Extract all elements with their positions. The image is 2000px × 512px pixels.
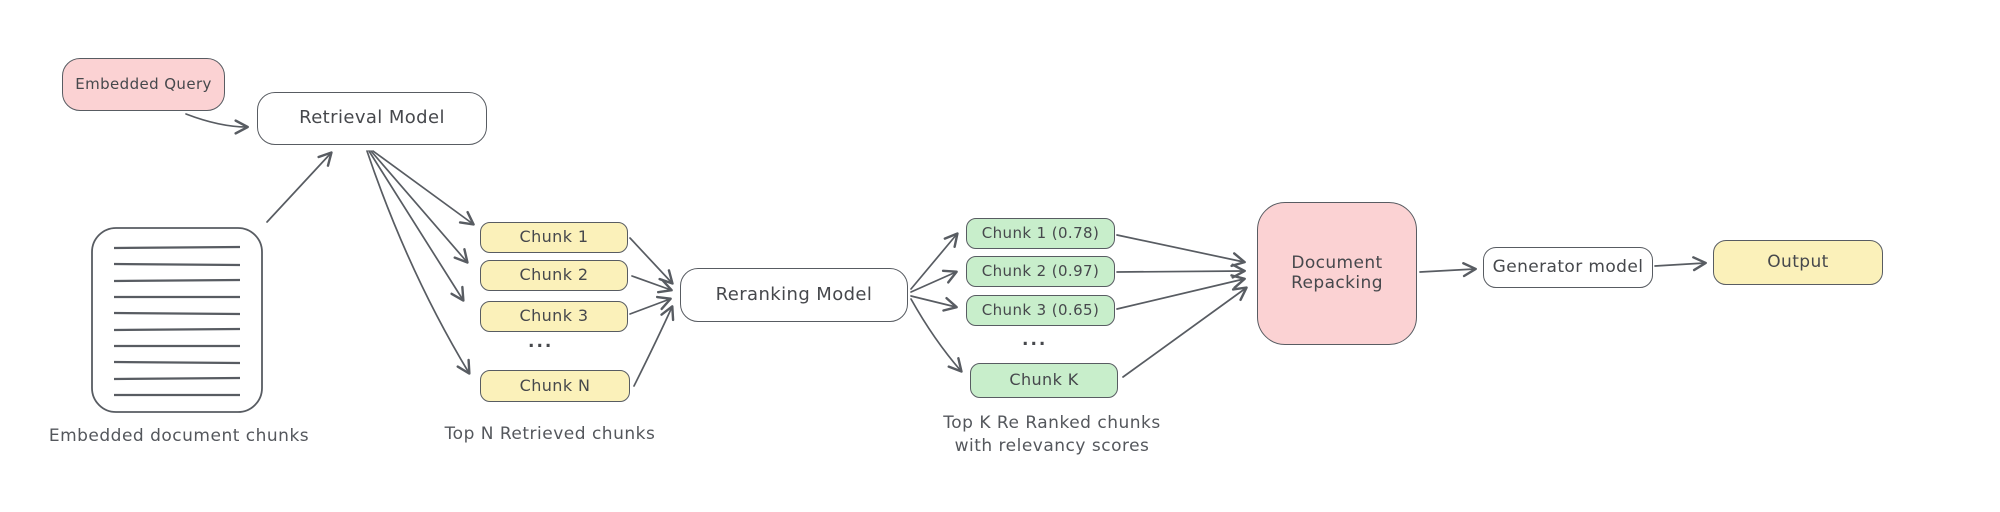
document-repacking-line2: Repacking [1291,272,1383,293]
retrieved-chunk-n: Chunk N [480,370,630,402]
reranked-chunk-2: Chunk 2 (0.97) [966,256,1115,287]
reranking-model-node: Reranking Model [680,268,908,322]
reranked-chunks-ellipsis: ... [1022,330,1048,350]
top-k-reranked-caption-line2: with relevancy scores [954,436,1150,456]
reranked-chunk-3: Chunk 3 (0.65) [966,295,1115,326]
retrieved-chunks-ellipsis: ... [528,332,554,352]
retrieved-chunk-1: Chunk 1 [480,222,628,253]
top-n-retrieved-chunks-caption: Top N Retrieved chunks [444,424,656,444]
document-icon [91,227,263,413]
generator-model-node: Generator model [1483,247,1653,288]
retrieved-chunk-3: Chunk 3 [480,301,628,332]
retrieved-chunk-2: Chunk 2 [480,260,628,291]
retrieval-model-node: Retrieval Model [257,92,487,145]
reranked-chunk-1: Chunk 1 (0.78) [966,218,1115,249]
document-repacking-line1: Document [1291,252,1383,273]
flow-arrows [185,113,1707,387]
top-k-reranked-caption-line1: Top K Re Ranked chunks [943,413,1161,433]
embedded-document-chunks-caption: Embedded document chunks [48,426,310,446]
output-node: Output [1713,240,1883,285]
embedded-query-node: Embedded Query [62,58,225,111]
reranked-chunk-k: Chunk K [970,363,1118,398]
document-repacking-node: Document Repacking [1257,202,1417,345]
